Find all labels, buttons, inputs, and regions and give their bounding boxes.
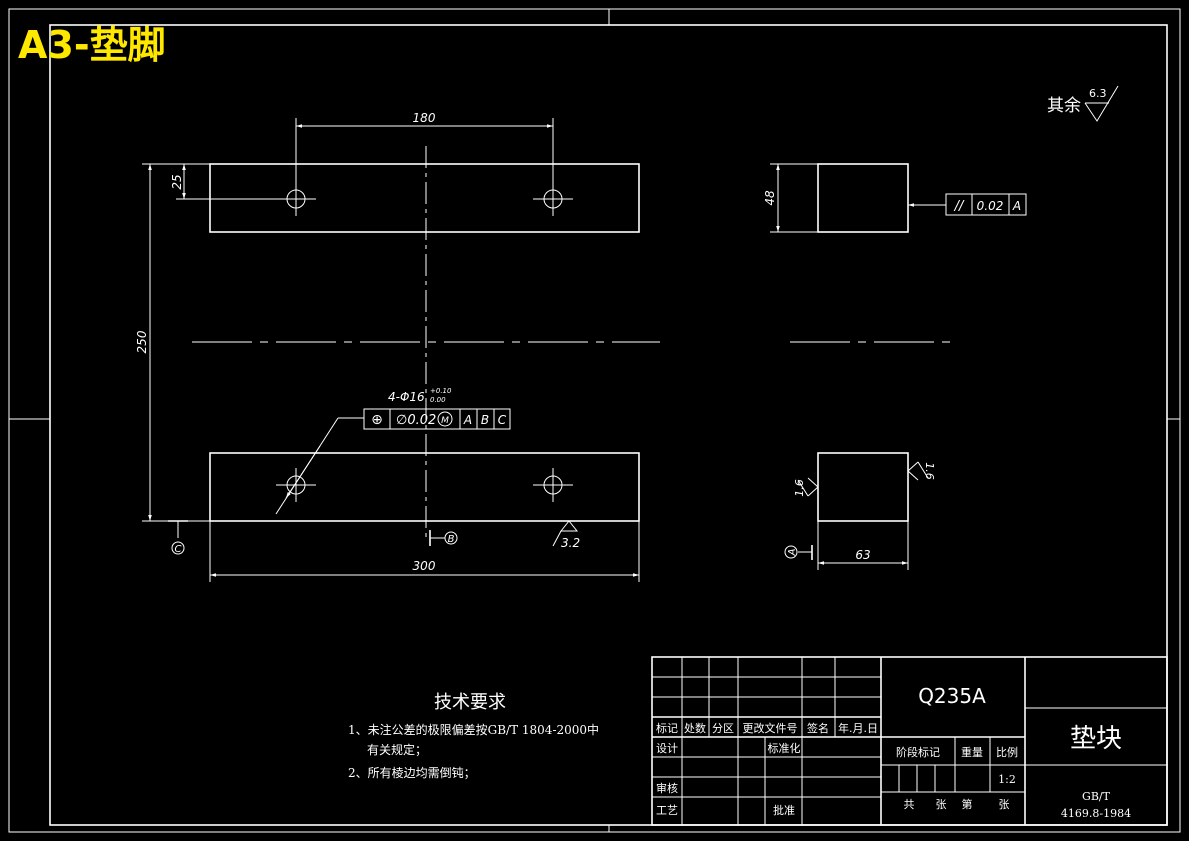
hole-callout: 4-Φ16 +0.10 0.00	[275, 387, 452, 515]
lower-bar	[209, 452, 640, 522]
roughness-right-value: 1.6	[923, 462, 936, 480]
position-datum-b: B	[481, 413, 489, 427]
part-name: 垫块	[1070, 724, 1122, 754]
hole-tol-upper: +0.10	[430, 387, 452, 395]
sheet-no-suffix: 张	[999, 798, 1010, 811]
roughness-note-prefix: 其余	[1047, 96, 1081, 116]
standard-num: 4169.8-1984	[1061, 807, 1131, 820]
side-view-upper: 48	[763, 163, 909, 233]
hdr-count: 处数	[684, 722, 706, 735]
hdr-mark: 标记	[656, 721, 678, 735]
dim-edge-offset-value: 25	[170, 174, 184, 189]
dim-hole-spacing: 180	[295, 111, 554, 190]
position-tolerance: ∅0.02	[396, 413, 436, 428]
datum-a-label: A	[787, 548, 798, 556]
approve-label: 批准	[773, 803, 795, 817]
sheet-no-prefix: 第	[962, 797, 973, 811]
roughness-note: 其余 6.3	[1047, 85, 1119, 122]
weight-label: 重量	[961, 745, 983, 759]
dim-hole-spacing-value: 180	[413, 111, 436, 125]
design-label: 设计	[656, 742, 678, 755]
roughness-bottom-value: 3.2	[561, 536, 580, 550]
scale-value: 1:2	[998, 773, 1016, 786]
side-view-lower: 1.6 1.6 63 A	[784, 452, 936, 570]
sheets-total-suffix: 张	[936, 798, 947, 811]
center-lines	[192, 146, 958, 540]
dim-overall-length-value: 300	[413, 559, 436, 573]
stage-label: 阶段标记	[896, 745, 940, 759]
dim-edge-offset: 25	[170, 163, 286, 200]
position-tolerance-frame: ⊕ ∅0.02 M A B C	[363, 408, 511, 430]
hdr-sign: 签名	[807, 721, 829, 735]
hdr-zone: 分区	[712, 722, 734, 735]
dim-width-value: 63	[855, 548, 870, 562]
position-datum-c: C	[498, 413, 507, 427]
datum-b-label: B	[448, 534, 455, 545]
parallelism-datum: A	[1012, 199, 1021, 213]
dim-overall-height-value: 250	[135, 330, 149, 353]
sheet-border	[8, 8, 1181, 833]
dim-thickness-value: 48	[763, 190, 777, 206]
parallelism-symbol: //	[954, 199, 965, 214]
sheets-total-prefix: 共	[904, 798, 915, 811]
hole-callout-text: 4-Φ16	[388, 390, 425, 404]
hdr-change-doc: 更改文件号	[743, 721, 798, 735]
tech-req-item-2: 2、所有棱边均需倒钝；	[348, 765, 476, 780]
tech-requirements: 技术要求 1、未注公差的极限偏差按GB/T 1804-2000中 有关规定； 2…	[348, 692, 599, 780]
position-symbol: ⊕	[371, 412, 383, 428]
tech-req-title: 技术要求	[434, 692, 506, 713]
datum-b: B	[429, 530, 458, 546]
hole-tol-lower: 0.00	[430, 396, 446, 404]
dim-overall-height: 250	[135, 163, 210, 522]
dim-overall-length: 300	[209, 521, 640, 582]
position-datum-a: A	[463, 413, 472, 427]
datum-c-label: C	[175, 544, 182, 555]
tech-req-item-1: 1、未注公差的极限偏差按GB/T 1804-2000中	[348, 722, 599, 737]
material: Q235A	[918, 684, 986, 708]
standardize-label: 标准化	[768, 741, 801, 755]
standard-code: GB/T	[1082, 790, 1111, 803]
review-label: 审核	[656, 781, 678, 795]
upper-bar	[209, 163, 640, 233]
scale-label: 比例	[996, 745, 1018, 759]
position-modifier: M	[441, 416, 449, 426]
roughness-note-value: 6.3	[1089, 87, 1107, 100]
parallelism-frame: // 0.02 A	[908, 193, 1027, 216]
process-label: 工艺	[656, 804, 678, 817]
sheet-label: A3-垫脚	[18, 23, 166, 67]
tech-req-item-1b: 有关规定；	[367, 742, 427, 757]
roughness-left-value: 1.6	[793, 479, 806, 497]
datum-c: C	[168, 520, 188, 555]
hdr-date: 年.月.日	[838, 721, 878, 735]
parallelism-tolerance: 0.02	[977, 199, 1004, 213]
roughness-bottom: 3.2	[552, 520, 580, 550]
title-block: Q235A 垫块 标记 处数 分区 更改文件号 签名 年.月.日 设计 标准化 …	[651, 656, 1168, 826]
